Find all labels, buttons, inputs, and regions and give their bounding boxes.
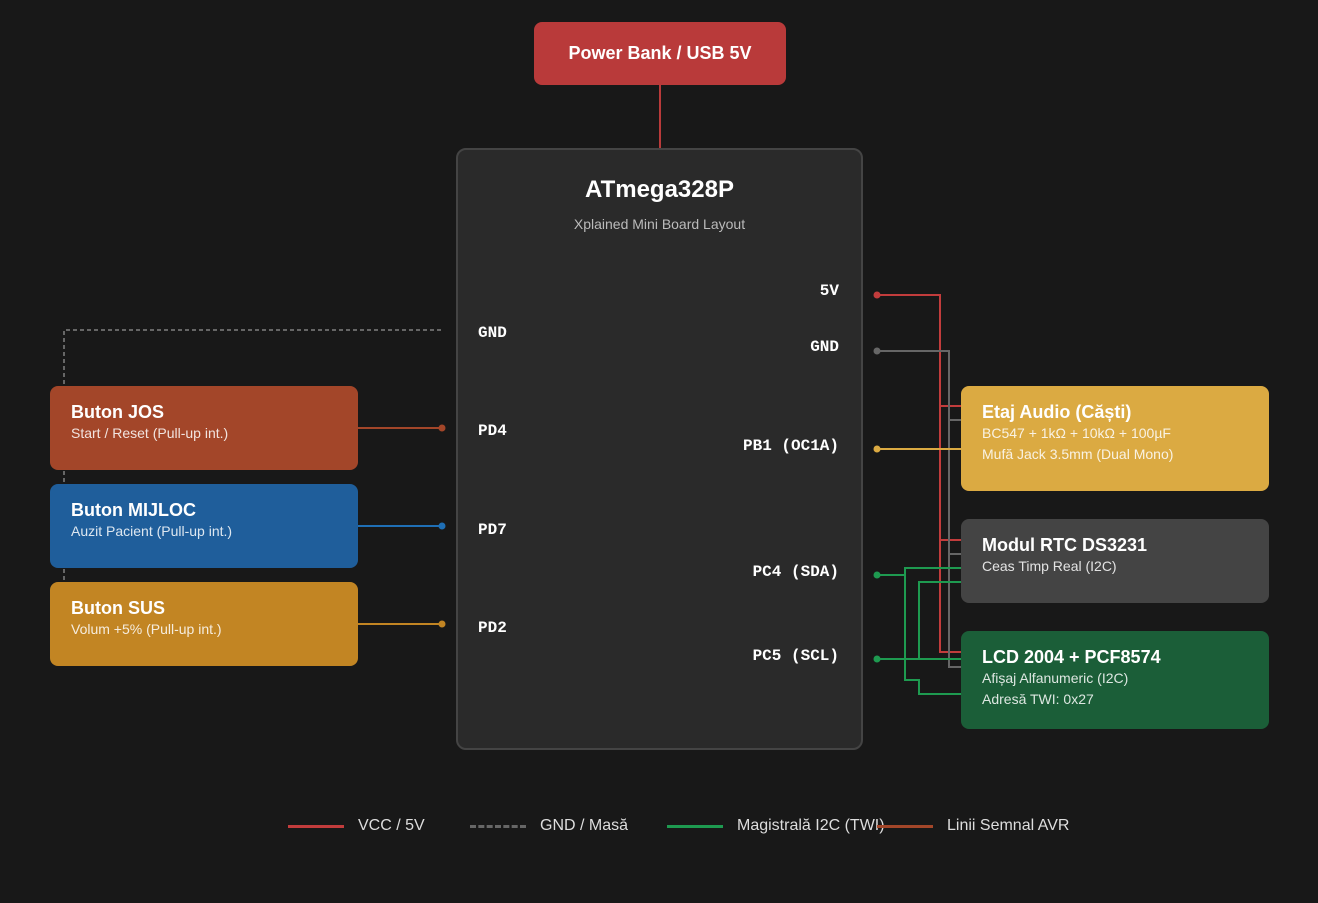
i2c-scl-wire xyxy=(877,581,961,660)
legend-swatch-signal xyxy=(877,824,933,828)
pin-dot-pd7 xyxy=(438,522,446,530)
gnd-wire-buttons xyxy=(63,329,441,625)
pin-gnd-left: GND xyxy=(478,324,507,342)
lcd-module-address: Adresă TWI: 0x27 xyxy=(982,691,1094,707)
i2c-sda-wire-lcd xyxy=(904,575,961,695)
mcu-subtitle: Xplained Mini Board Layout xyxy=(573,216,746,232)
button-mijloc-desc: Auzit Pacient (Pull-up int.) xyxy=(71,523,233,539)
pin-dot-5v xyxy=(873,291,881,299)
lcd-module-title: LCD 2004 + PCF8574 xyxy=(982,647,1161,667)
pin-dot-pb1 xyxy=(873,445,881,453)
legend-label-gnd: GND / Masă xyxy=(540,817,629,834)
button-sus-title: Buton SUS xyxy=(71,598,165,618)
gnd-wire-right xyxy=(877,350,961,668)
pin-pc5: PC5 (SCL) xyxy=(752,647,839,665)
vcc-wire-right xyxy=(877,294,961,653)
audio-stage-box: Etaj Audio (Căști) BC547 + 1kΩ + 10kΩ + … xyxy=(961,386,1269,491)
pin-pd4: PD4 xyxy=(478,422,507,440)
i2c-sda-wire xyxy=(877,567,961,576)
pin-pc4: PC4 (SDA) xyxy=(752,563,839,581)
mcu-title: ATmega328P xyxy=(585,176,734,203)
rtc-module-title: Modul RTC DS3231 xyxy=(982,535,1148,555)
audio-stage-title: Etaj Audio (Căști) xyxy=(982,402,1132,422)
pin-pd7: PD7 xyxy=(478,521,507,539)
audio-stage-jack: Mufă Jack 3.5mm (Dual Mono) xyxy=(982,446,1174,462)
button-mijloc-title: Buton MIJLOC xyxy=(71,500,196,520)
legend-label-vcc: VCC / 5V xyxy=(358,817,425,834)
audio-stage-components: BC547 + 1kΩ + 10kΩ + 100µF xyxy=(982,425,1171,441)
power-bank-label: Power Bank / USB 5V xyxy=(568,43,752,63)
pin-pd2: PD2 xyxy=(478,619,507,637)
legend-item-vcc: VCC / 5V xyxy=(288,817,425,835)
button-sus-box: Buton SUS Volum +5% (Pull-up int.) xyxy=(50,582,358,666)
button-jos-title: Buton JOS xyxy=(71,402,164,422)
rtc-module-desc: Ceas Timp Real (I2C) xyxy=(982,558,1117,574)
legend-label-i2c: Magistrală I2C (TWI) xyxy=(737,817,885,834)
button-mijloc-box: Buton MIJLOC Auzit Pacient (Pull-up int.… xyxy=(50,484,358,568)
pin-dot-pd2 xyxy=(438,620,446,628)
legend-swatch-i2c xyxy=(667,824,723,828)
legend-label-signal: Linii Semnal AVR xyxy=(947,817,1070,834)
mcu-board: ATmega328P Xplained Mini Board Layout GN… xyxy=(456,148,863,750)
pin-dot-gnd-right xyxy=(873,347,881,355)
pin-5v: 5V xyxy=(819,282,839,300)
power-bank-box: Power Bank / USB 5V xyxy=(534,22,786,85)
pin-dot-scl xyxy=(873,655,881,663)
pin-pb1: PB1 (OC1A) xyxy=(742,437,839,455)
button-jos-desc: Start / Reset (Pull-up int.) xyxy=(71,425,229,441)
button-jos-box: Buton JOS Start / Reset (Pull-up int.) xyxy=(50,386,358,470)
button-sus-desc: Volum +5% (Pull-up int.) xyxy=(71,621,222,637)
pin-dot-sda xyxy=(873,571,881,579)
rtc-module-box: Modul RTC DS3231 Ceas Timp Real (I2C) xyxy=(961,519,1269,603)
legend-swatch-gnd xyxy=(470,824,526,828)
legend-item-signal: Linii Semnal AVR xyxy=(877,817,1069,835)
lcd-module-box: LCD 2004 + PCF8574 Afișaj Alfanumeric (I… xyxy=(961,631,1269,729)
legend-item-gnd: GND / Masă xyxy=(470,817,628,835)
pin-gnd-right: GND xyxy=(810,338,839,356)
legend-item-i2c: Magistrală I2C (TWI) xyxy=(667,817,885,835)
pin-dot-pd4 xyxy=(438,424,446,432)
lcd-module-desc: Afișaj Alfanumeric (I2C) xyxy=(982,670,1129,686)
legend-swatch-vcc xyxy=(288,824,344,828)
